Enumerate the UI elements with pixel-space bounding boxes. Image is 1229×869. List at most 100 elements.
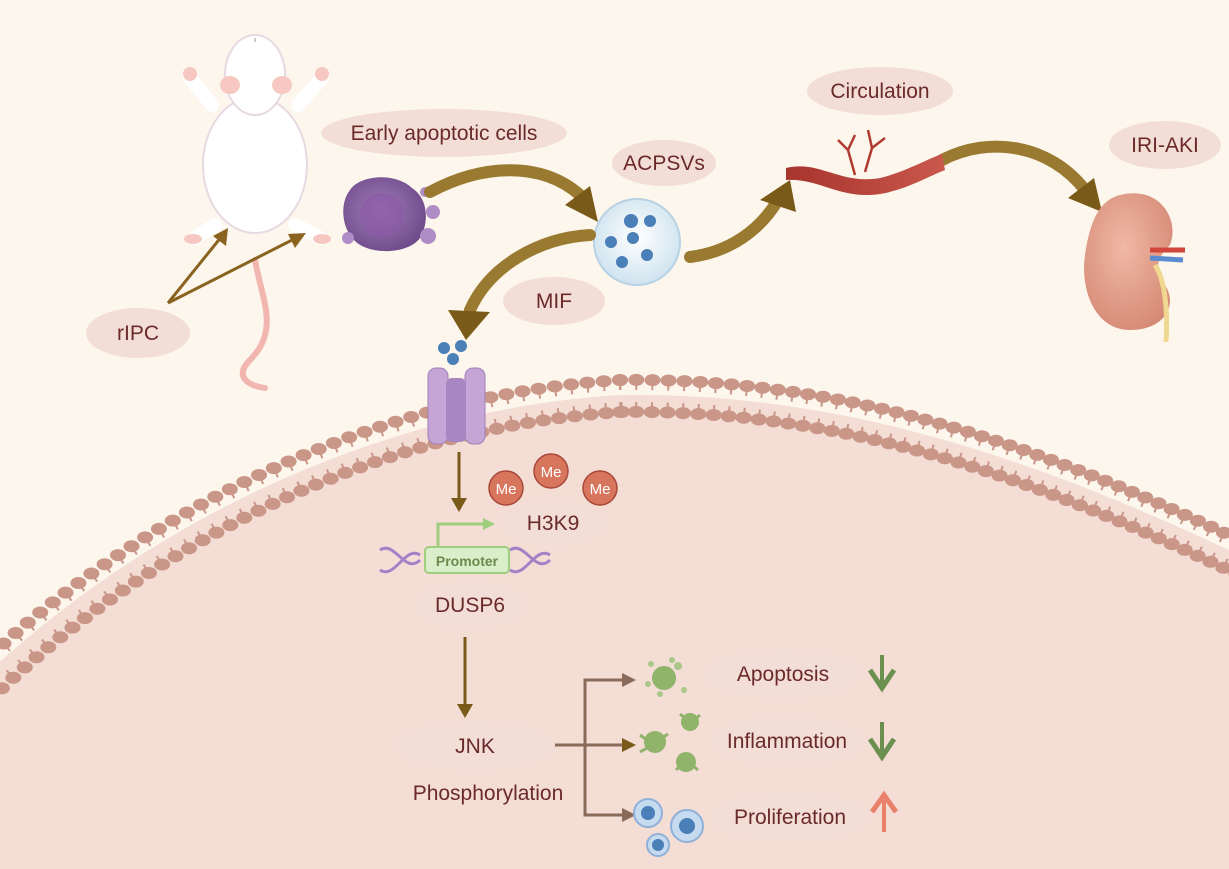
membrane-lipid-tail <box>1105 506 1112 517</box>
membrane-lipid-tail <box>697 403 700 415</box>
mouse-illustration <box>183 34 331 391</box>
me-label: Me <box>541 464 562 481</box>
membrane-lipid-tail <box>509 415 514 426</box>
membrane-lipid-head <box>52 631 69 644</box>
membrane-lipid-tail <box>698 381 702 393</box>
membrane-lipid-tail <box>984 461 990 472</box>
svg-text:Early apoptotic cells: Early apoptotic cells <box>351 122 538 145</box>
membrane-lipid-tail <box>902 436 907 448</box>
membrane-lipid-tail <box>258 474 265 485</box>
membrane-lipid-tail <box>745 385 749 397</box>
membrane-lipid-tail <box>200 504 207 514</box>
membrane-lipid-tail <box>1157 528 1164 539</box>
svg-text:JNK: JNK <box>455 735 495 758</box>
membrane-lipid-tail <box>1218 532 1225 543</box>
membrane-lipid-tail <box>158 528 165 539</box>
membrane-lipid-tail <box>142 564 150 574</box>
label-circulation: Circulation <box>807 67 953 115</box>
methyl-groups: Me Me Me <box>488 453 618 506</box>
membrane-lipid-tail <box>116 581 124 592</box>
membrane-lipid-tail <box>78 609 86 619</box>
membrane-lipid-tail <box>893 412 898 423</box>
blood-vessel <box>786 129 945 196</box>
membrane-lipid-tail <box>1196 546 1203 557</box>
membrane-lipid-tail <box>155 555 163 566</box>
mouse-ear-right <box>272 76 292 94</box>
svg-text:Inflammation: Inflammation <box>727 730 847 753</box>
membrane-lipid-tail <box>401 442 406 453</box>
membrane-lipid-tail <box>957 452 963 463</box>
membrane-lipid-tail <box>604 403 608 414</box>
membrane-lipid-tail <box>998 465 1004 476</box>
membrane-lipid-tail <box>887 433 893 444</box>
membrane-lipid-tail <box>228 488 236 499</box>
early-apoptotic-cell <box>342 177 440 252</box>
membrane-lipid-tail <box>1144 523 1151 533</box>
membrane-lipid-tail <box>963 431 969 442</box>
membrane-lipid-tail <box>130 545 138 556</box>
membrane-lipid-tail <box>830 420 835 432</box>
membrane-lipid-tail <box>790 391 794 402</box>
membrane-lipid-tail <box>64 591 73 602</box>
membrane-lipid-tail <box>39 611 48 621</box>
cell-interior <box>0 394 1229 869</box>
membrane-lipid-tail <box>311 475 317 485</box>
label-inflammation: Inflammation <box>711 717 863 765</box>
membrane-lipid-tail <box>1205 526 1212 537</box>
label-proliferation: Proliferation <box>712 793 868 841</box>
membrane-lipid-tail <box>29 649 38 658</box>
acpsv-vesicle <box>593 198 681 286</box>
membrane-lipid-tail <box>1005 444 1011 456</box>
membrane-lipid-tail <box>859 426 864 438</box>
membrane-lipid-tail <box>171 520 179 530</box>
membrane-lipid-tail <box>570 384 574 395</box>
svg-text:Proliferation: Proliferation <box>734 806 846 829</box>
membrane-lipid-tail <box>1140 497 1147 508</box>
membrane-lipid-tail <box>214 496 221 507</box>
membrane-lipid-head <box>1216 526 1229 539</box>
membrane-lipid-tail <box>1192 520 1199 531</box>
membrane-lipid-tail <box>977 435 983 447</box>
membrane-lipid-tail <box>602 381 606 392</box>
membrane-lipid-tail <box>1032 454 1039 465</box>
membrane-lipid-tail <box>0 684 3 689</box>
svg-text:ACPSVs: ACPSVs <box>623 152 705 175</box>
label-h3k9: H3K9 <box>500 500 606 546</box>
membrane-lipid-tail <box>772 411 776 422</box>
mouse-paw <box>183 67 197 81</box>
membrane-lipid-head <box>504 419 521 432</box>
membrane-lipid-tail <box>103 590 111 601</box>
membrane-lipid-tail <box>1012 470 1018 481</box>
membrane-lipid-tail <box>1209 552 1216 563</box>
membrane-lipid-tail <box>540 410 545 421</box>
mif-receptor <box>427 340 486 445</box>
membrane-lipid-tail <box>355 457 362 468</box>
membrane-lipid-tail <box>325 469 332 480</box>
mouse-tail <box>239 257 270 391</box>
membrane-lipid-tail <box>117 554 125 564</box>
membrane-lipid-tail <box>916 440 921 451</box>
membrane-lipid-tail <box>287 461 294 472</box>
membrane-lipid-tail <box>991 440 997 451</box>
membrane-lipid-tail <box>296 481 303 492</box>
membrane-lipid-tail <box>835 399 839 410</box>
membrane-lipid-tail <box>1025 475 1031 486</box>
membrane-lipid-tail <box>1046 459 1052 470</box>
membrane-lipid-tail <box>929 444 935 455</box>
membrane-lipid-tail <box>1131 517 1138 528</box>
svg-text:H3K9: H3K9 <box>527 512 580 535</box>
membrane-lipid-tail <box>238 508 246 519</box>
membrane-lipid-tail <box>224 515 232 526</box>
membrane-lipid-tail <box>949 427 955 438</box>
membrane-lipid-tail <box>90 572 99 583</box>
mouse-foot <box>184 234 202 244</box>
membrane-lipid-tail <box>712 405 716 416</box>
flow-arrows <box>424 140 1102 340</box>
membrane-lipid-tail <box>727 406 731 417</box>
arrow-circulation-to-kidney <box>936 140 1091 196</box>
membrane-lipid-tail <box>1087 475 1093 486</box>
membrane-lipid-tail <box>775 389 779 400</box>
membrane-lipid-tail <box>1166 508 1173 519</box>
membrane-lipid-tail <box>243 481 250 492</box>
